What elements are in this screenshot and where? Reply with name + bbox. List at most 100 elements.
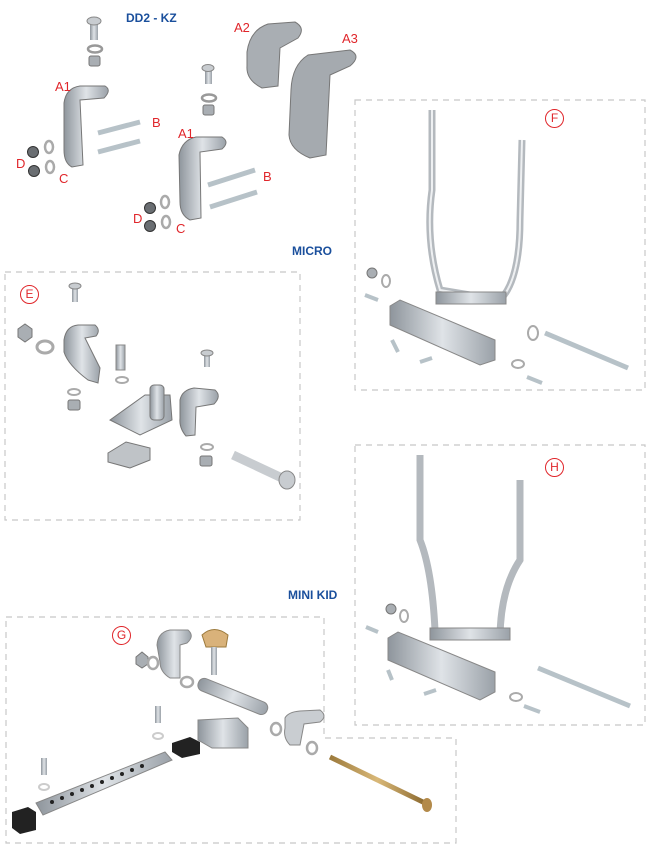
bolt	[386, 669, 394, 681]
bracket	[179, 387, 219, 437]
mini-kid-parts	[12, 629, 432, 834]
bolt	[390, 339, 400, 353]
washer	[511, 359, 525, 369]
washer	[509, 692, 523, 702]
marker-f: F	[545, 109, 564, 128]
kit-f-frame	[354, 99, 646, 391]
marker-g: G	[112, 626, 131, 645]
marker-h: H	[545, 458, 564, 477]
bracket-a1-left	[63, 85, 109, 168]
label-d-right: D	[133, 211, 143, 226]
nut-d	[144, 202, 156, 214]
label-c-left: C	[59, 171, 69, 186]
long-brass-bolt	[328, 754, 432, 812]
washer	[38, 783, 50, 791]
nut-d	[28, 165, 40, 177]
micro-parts	[17, 282, 296, 490]
washer	[381, 274, 391, 288]
bolt	[155, 706, 161, 723]
label-b-right: B	[263, 169, 272, 184]
kit-h-parts	[365, 455, 631, 714]
perforated-bar	[35, 751, 173, 816]
washer	[200, 443, 214, 451]
washer-c	[44, 159, 56, 175]
bolt	[365, 625, 379, 634]
u-frame-f	[426, 110, 526, 304]
bolt	[423, 688, 437, 696]
section-title-dd2-kz: DD2 - KZ	[126, 11, 177, 25]
marker-e: E	[20, 285, 39, 304]
nut	[135, 651, 149, 669]
washer	[86, 44, 104, 54]
dd2-kz-parts	[27, 16, 357, 232]
washer	[115, 376, 129, 384]
bolt-top-right	[201, 64, 215, 84]
kit-f-parts	[364, 110, 629, 385]
washer	[399, 609, 409, 623]
section-title-micro: MICRO	[292, 244, 332, 258]
bolt-top-left	[86, 16, 102, 40]
mount-plate	[389, 299, 496, 366]
nut	[199, 455, 213, 467]
nut	[202, 104, 215, 116]
cross-bar	[435, 291, 507, 305]
long-bolt	[544, 330, 629, 371]
frame-h	[416, 455, 524, 641]
mount-plate	[387, 631, 496, 701]
nut	[67, 399, 81, 411]
long-bolt	[537, 665, 631, 709]
washer	[527, 325, 539, 341]
bolt-b-right	[207, 167, 258, 210]
bolt	[523, 704, 541, 714]
label-a3: A3	[342, 31, 358, 46]
bolt	[419, 356, 433, 364]
nut	[366, 267, 378, 279]
washer-c	[159, 194, 171, 210]
tube	[197, 677, 269, 716]
label-b-left: B	[152, 115, 161, 130]
bolt	[526, 375, 543, 385]
end-cap	[172, 737, 200, 758]
washer	[152, 732, 164, 740]
bracket-a2	[246, 21, 302, 89]
nut	[17, 323, 33, 343]
mini-kid-kit-frame	[5, 616, 457, 844]
bracket-a3	[288, 49, 357, 159]
washer	[179, 675, 195, 689]
slide-block	[107, 441, 151, 469]
section-title-mini-kid: MINI KID	[288, 588, 338, 602]
nut-d	[27, 146, 39, 158]
label-a1-right: A1	[178, 126, 194, 141]
knob	[201, 629, 229, 675]
bolt	[364, 293, 379, 302]
bracket	[284, 709, 325, 746]
micro-kit-frame	[4, 271, 301, 521]
label-c-right: C	[176, 221, 186, 236]
clamp-block	[197, 717, 249, 749]
nut	[385, 603, 397, 615]
washer	[200, 93, 218, 103]
washer	[269, 721, 283, 737]
end-cap	[12, 807, 36, 834]
bracket	[63, 324, 101, 384]
bolt	[41, 758, 47, 775]
long-bolt	[231, 450, 296, 490]
nut	[88, 55, 101, 67]
bolt	[115, 344, 126, 371]
label-a2: A2	[234, 20, 250, 35]
bracket	[156, 629, 192, 679]
cross-bar	[429, 627, 511, 641]
bracket-a1-right	[178, 136, 227, 221]
washer	[35, 339, 55, 355]
washer	[305, 740, 319, 756]
bolt	[68, 282, 82, 302]
bolt-b-left	[97, 119, 141, 155]
washer	[67, 388, 81, 396]
nut-d	[144, 220, 156, 232]
label-d-left: D	[16, 156, 26, 171]
bolt	[200, 349, 214, 367]
label-a1-left: A1	[55, 79, 71, 94]
kit-h-frame	[354, 444, 646, 726]
washer-c	[43, 139, 55, 155]
